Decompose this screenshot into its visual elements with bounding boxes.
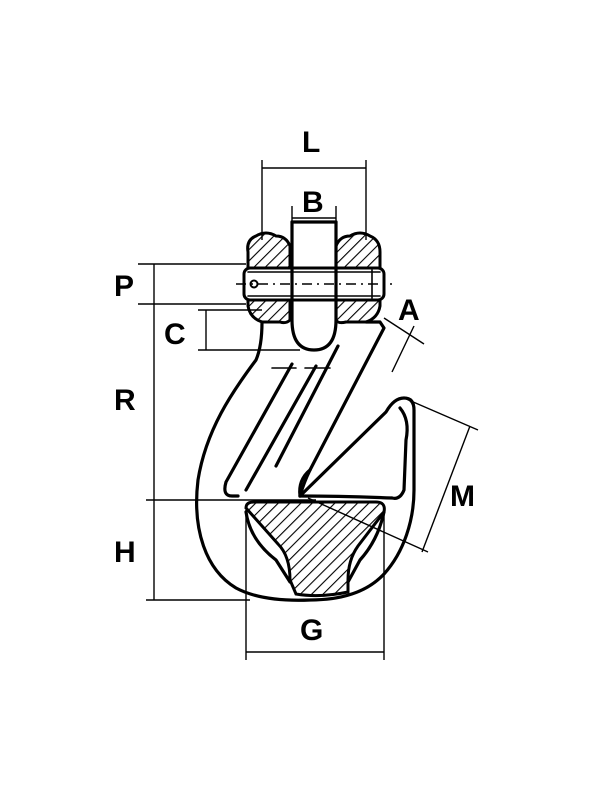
label-A: A — [398, 294, 420, 327]
dimension-G: G — [245, 510, 385, 660]
label-G: G — [300, 614, 323, 647]
dimension-C: C — [164, 309, 300, 351]
label-B: B — [302, 186, 324, 219]
label-H: H — [114, 536, 136, 569]
label-M: M — [450, 480, 475, 513]
dimension-H: H — [114, 499, 316, 601]
dimension-B: B — [291, 186, 337, 228]
dimension-R: R — [114, 304, 155, 500]
label-C: C — [164, 318, 186, 351]
label-P: P — [114, 270, 134, 303]
label-L: L — [302, 126, 320, 159]
dimension-L: L — [261, 126, 367, 240]
dimension-M: M — [307, 397, 479, 553]
label-R: R — [114, 384, 136, 417]
dimension-A: A — [383, 294, 425, 373]
dimension-P: P — [114, 263, 246, 305]
hook-body — [195, 220, 416, 602]
pin-hole-icon — [249, 279, 259, 289]
hook-cross-section — [244, 500, 386, 598]
